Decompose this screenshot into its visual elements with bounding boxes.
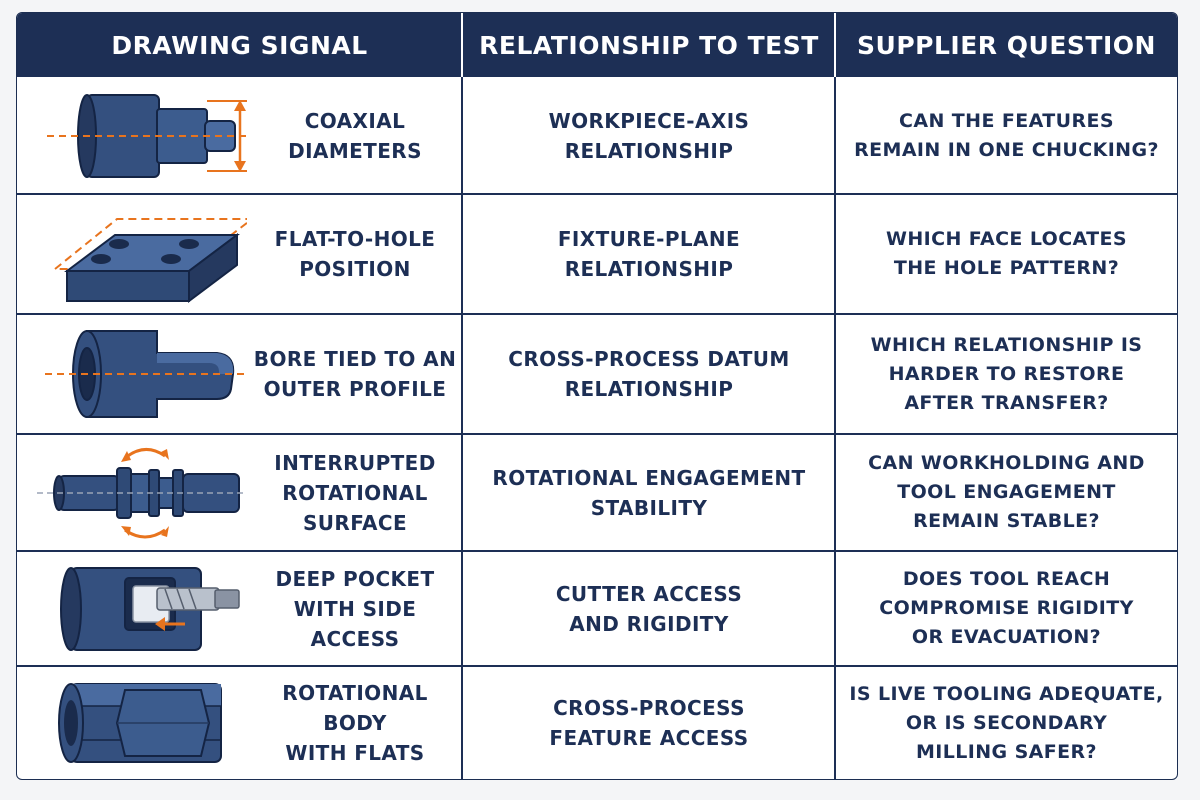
table-row: ROTATIONAL BODY WITH FLATS CROSS-PROCESS… xyxy=(17,667,1177,779)
drawing-signal-text: ROTATIONAL BODY WITH FLATS xyxy=(282,681,428,765)
drawing-signal-text: COAXIAL DIAMETERS xyxy=(288,108,422,163)
column-divider xyxy=(834,77,836,779)
drawing-signal-text: DEEP POCKET WITH SIDE ACCESS xyxy=(275,566,435,651)
supplier-question-text: WHICH FACE LOCATES THE HOLE PATTERN? xyxy=(885,228,1127,279)
table-row: INTERRUPTED ROTATIONAL SURFACE ROTATIONA… xyxy=(17,435,1177,550)
row-divider xyxy=(17,433,1177,435)
supplier-question-text: CAN WORKHOLDING AND TOOL ENGAGEMENT REMA… xyxy=(868,452,1145,532)
pocket-end-mill-icon xyxy=(37,552,247,665)
relationship-text: ROTATIONAL ENGAGEMENT STABILITY xyxy=(492,465,806,520)
table-row: COAXIAL DIAMETERS WORKPIECE-AXIS RELATIO… xyxy=(17,77,1177,194)
relationship-text: WORKPIECE-AXIS RELATIONSHIP xyxy=(548,108,750,163)
relationship-text: CROSS-PROCESS DATUM RELATIONSHIP xyxy=(508,347,790,401)
drawing-signal-text: BORE TIED TO AN OUTER PROFILE xyxy=(253,347,457,401)
row-divider xyxy=(17,313,1177,315)
row-divider xyxy=(17,193,1177,195)
table-row: FLAT-TO-HOLE POSITION FIXTURE-PLANE RELA… xyxy=(17,195,1177,313)
body-with-flats-icon xyxy=(37,667,247,779)
drawing-signal-text: FLAT-TO-HOLE POSITION xyxy=(274,227,436,281)
plate-with-holes-icon xyxy=(37,195,247,313)
relationship-text: CUTTER ACCESS AND RIGIDITY xyxy=(555,581,743,636)
drawing-signal-text: INTERRUPTED ROTATIONAL SURFACE xyxy=(274,450,436,535)
relationship-text: CROSS-PROCESS FEATURE ACCESS xyxy=(549,696,749,750)
table-row: DEEP POCKET WITH SIDE ACCESS CUTTER ACCE… xyxy=(17,552,1177,665)
header-drawing-signal: DRAWING SIGNAL xyxy=(111,30,368,60)
table-row: BORE TIED TO AN OUTER PROFILE CROSS-PROC… xyxy=(17,315,1177,433)
supplier-question-text: CAN THE FEATURES REMAIN IN ONE CHUCKING? xyxy=(854,109,1159,161)
row-divider xyxy=(17,550,1177,552)
header-divider xyxy=(461,13,463,77)
supplier-question-text: WHICH RELATIONSHIP IS HARDER TO RESTORE … xyxy=(870,333,1143,414)
comparison-table: DRAWING SIGNAL RELATIONSHIP TO TEST SUPP… xyxy=(16,12,1178,780)
bore-with-profile-icon xyxy=(37,315,247,433)
row-divider xyxy=(17,665,1177,667)
coaxial-shaft-icon xyxy=(37,77,247,194)
column-divider xyxy=(461,77,463,779)
header-divider xyxy=(834,13,836,77)
supplier-question-text: IS LIVE TOOLING ADEQUATE, OR IS SECONDAR… xyxy=(849,682,1164,763)
header-relationship-to-test: RELATIONSHIP TO TEST xyxy=(479,30,819,60)
supplier-question-text: DOES TOOL REACH COMPROMISE RIGIDITY OR E… xyxy=(879,568,1134,648)
header-supplier-question: SUPPLIER QUESTION xyxy=(857,30,1156,60)
relationship-text: FIXTURE-PLANE RELATIONSHIP xyxy=(557,227,741,281)
table-header: DRAWING SIGNAL RELATIONSHIP TO TEST SUPP… xyxy=(17,13,1177,77)
grooved-shaft-rotation-icon xyxy=(37,435,247,550)
